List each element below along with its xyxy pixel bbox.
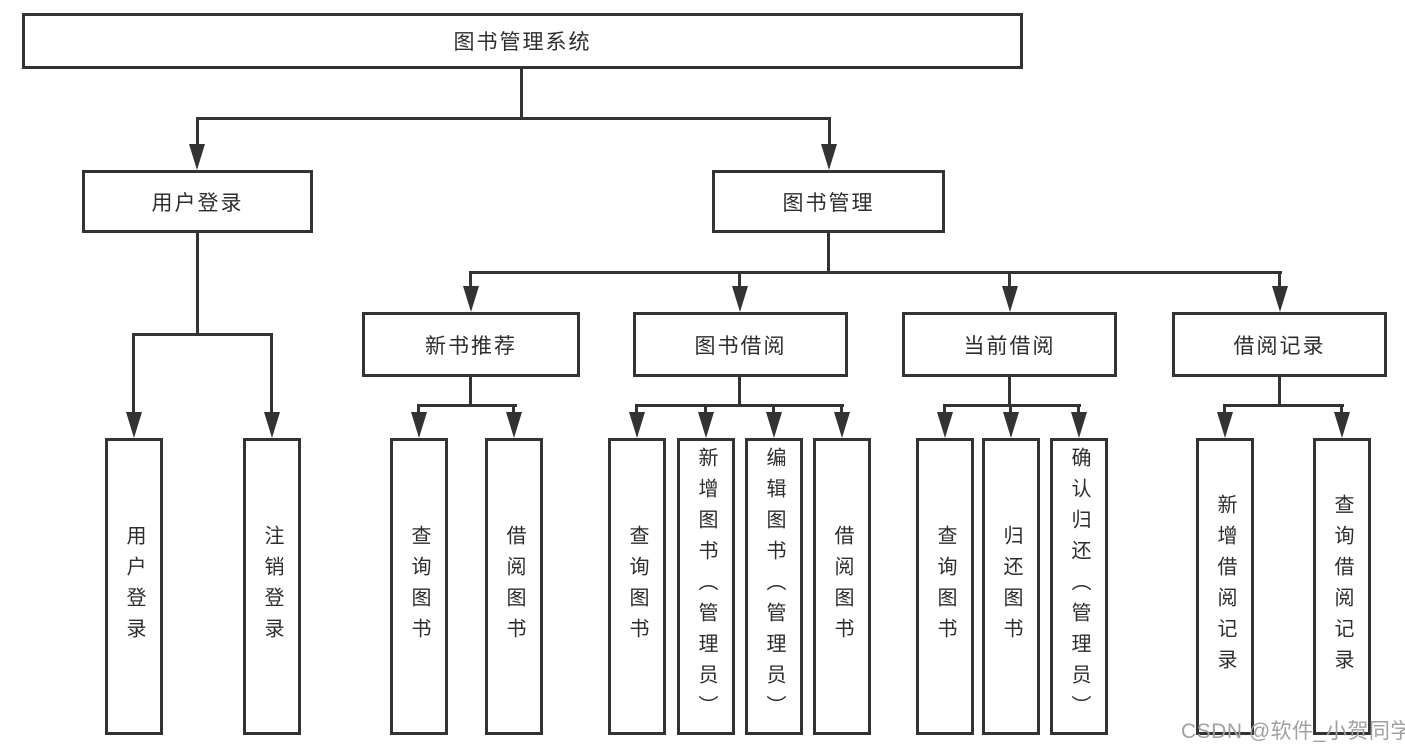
node-label: 当前借阅 <box>963 334 1056 358</box>
node-label: 新增借阅记录 <box>1214 493 1236 680</box>
leaf-user-login: 用户登录 <box>105 438 163 735</box>
arrowhead-down-icon <box>126 412 142 438</box>
connector-line <box>635 404 844 407</box>
arrowhead-down-icon <box>766 412 782 438</box>
arrowhead-down-icon <box>1217 412 1233 438</box>
node-book-management: 图书管理 <box>712 170 945 233</box>
connector-line <box>512 404 515 414</box>
node-user-login: 用户登录 <box>82 170 313 233</box>
node-label: 查询图书 <box>408 524 430 649</box>
arrowhead-down-icon <box>937 412 953 438</box>
connector-line <box>132 333 273 336</box>
arrowhead-down-icon <box>1003 412 1019 438</box>
node-current-borrow: 当前借阅 <box>902 312 1117 377</box>
connector-line <box>828 117 831 146</box>
connector-line <box>827 233 830 274</box>
watermark: CSDN @软件_小贺同学 <box>1181 720 1405 743</box>
arrowhead-down-icon <box>264 412 280 438</box>
leaf-add-book-admin: 新增图书（管理员） <box>677 438 735 735</box>
node-new-book-recommend: 新书推荐 <box>362 312 580 377</box>
node-label: 确认归还（管理员） <box>1068 447 1090 726</box>
connector-line <box>196 117 199 146</box>
connector-line <box>704 404 707 414</box>
node-library-management-system: 图书管理系统 <box>22 13 1023 69</box>
connector-line <box>772 404 775 414</box>
arrowhead-down-icon <box>821 144 837 170</box>
node-label: 编辑图书（管理员） <box>763 447 785 726</box>
node-label: 借阅图书 <box>503 524 525 649</box>
connector-line <box>1223 404 1226 414</box>
connector-line <box>943 404 946 414</box>
arrowhead-down-icon <box>189 144 205 170</box>
leaf-borrow-book-2: 借阅图书 <box>813 438 871 735</box>
connector-line <box>417 404 420 414</box>
leaf-return-book: 归还图书 <box>982 438 1040 735</box>
node-label: 借阅记录 <box>1233 334 1326 358</box>
node-label: 查询图书 <box>934 524 956 649</box>
arrowhead-down-icon <box>698 412 714 438</box>
arrowhead-down-icon <box>732 286 748 312</box>
connector-line <box>1008 271 1011 288</box>
leaf-query-book-1: 查询图书 <box>390 438 448 735</box>
arrowhead-down-icon <box>506 412 522 438</box>
connector-line <box>943 404 1081 407</box>
arrowhead-down-icon <box>834 412 850 438</box>
node-borrow-records: 借阅记录 <box>1172 312 1387 377</box>
connector-line <box>196 117 831 120</box>
node-label: 新书推荐 <box>425 334 517 358</box>
leaf-query-book-2: 查询图书 <box>608 438 666 735</box>
connector-line <box>417 404 517 407</box>
node-label: 注销登录 <box>261 524 283 649</box>
connector-line <box>132 333 135 414</box>
leaf-logout: 注销登录 <box>243 438 301 735</box>
leaf-query-borrow-record: 查询借阅记录 <box>1313 438 1371 735</box>
arrowhead-down-icon <box>629 412 645 438</box>
node-label: 新增图书（管理员） <box>695 447 717 726</box>
leaf-borrow-book-1: 借阅图书 <box>485 438 543 735</box>
connector-line <box>270 333 273 414</box>
connector-line <box>520 69 523 117</box>
node-label: 借阅图书 <box>831 524 853 649</box>
connector-line <box>738 377 741 407</box>
connector-line <box>1009 404 1012 414</box>
connector-line <box>469 271 1282 274</box>
connector-line <box>1008 377 1011 407</box>
arrowhead-down-icon <box>463 286 479 312</box>
leaf-confirm-return-admin: 确认归还（管理员） <box>1050 438 1108 735</box>
connector-line <box>196 233 199 336</box>
node-label: 归还图书 <box>1000 524 1022 649</box>
connector-line <box>1278 377 1281 407</box>
connector-line <box>469 377 472 407</box>
arrowhead-down-icon <box>411 412 427 438</box>
connector-line <box>469 271 472 288</box>
leaf-query-book-3: 查询图书 <box>916 438 974 735</box>
arrowhead-down-icon <box>1071 412 1087 438</box>
connector-line <box>1077 404 1080 414</box>
node-label: 图书管理系统 <box>453 31 592 54</box>
arrowhead-down-icon <box>1002 286 1018 312</box>
connector-line <box>635 404 638 414</box>
connector-line <box>1223 404 1344 407</box>
arrowhead-down-icon <box>1272 286 1288 312</box>
connector-line <box>738 271 741 288</box>
connector-line <box>1340 404 1343 414</box>
node-label: 图书管理 <box>782 191 875 215</box>
arrowhead-down-icon <box>1334 412 1350 438</box>
leaf-edit-book-admin: 编辑图书（管理员） <box>745 438 803 735</box>
node-book-borrow: 图书借阅 <box>633 312 848 377</box>
node-label: 图书借阅 <box>694 334 787 358</box>
connector-line <box>840 404 843 414</box>
node-label: 查询借阅记录 <box>1331 493 1353 680</box>
node-label: 用户登录 <box>123 524 145 649</box>
node-label: 用户登录 <box>151 191 244 215</box>
connector-line <box>1278 271 1281 288</box>
leaf-add-borrow-record: 新增借阅记录 <box>1196 438 1254 735</box>
node-label: 查询图书 <box>626 524 648 649</box>
